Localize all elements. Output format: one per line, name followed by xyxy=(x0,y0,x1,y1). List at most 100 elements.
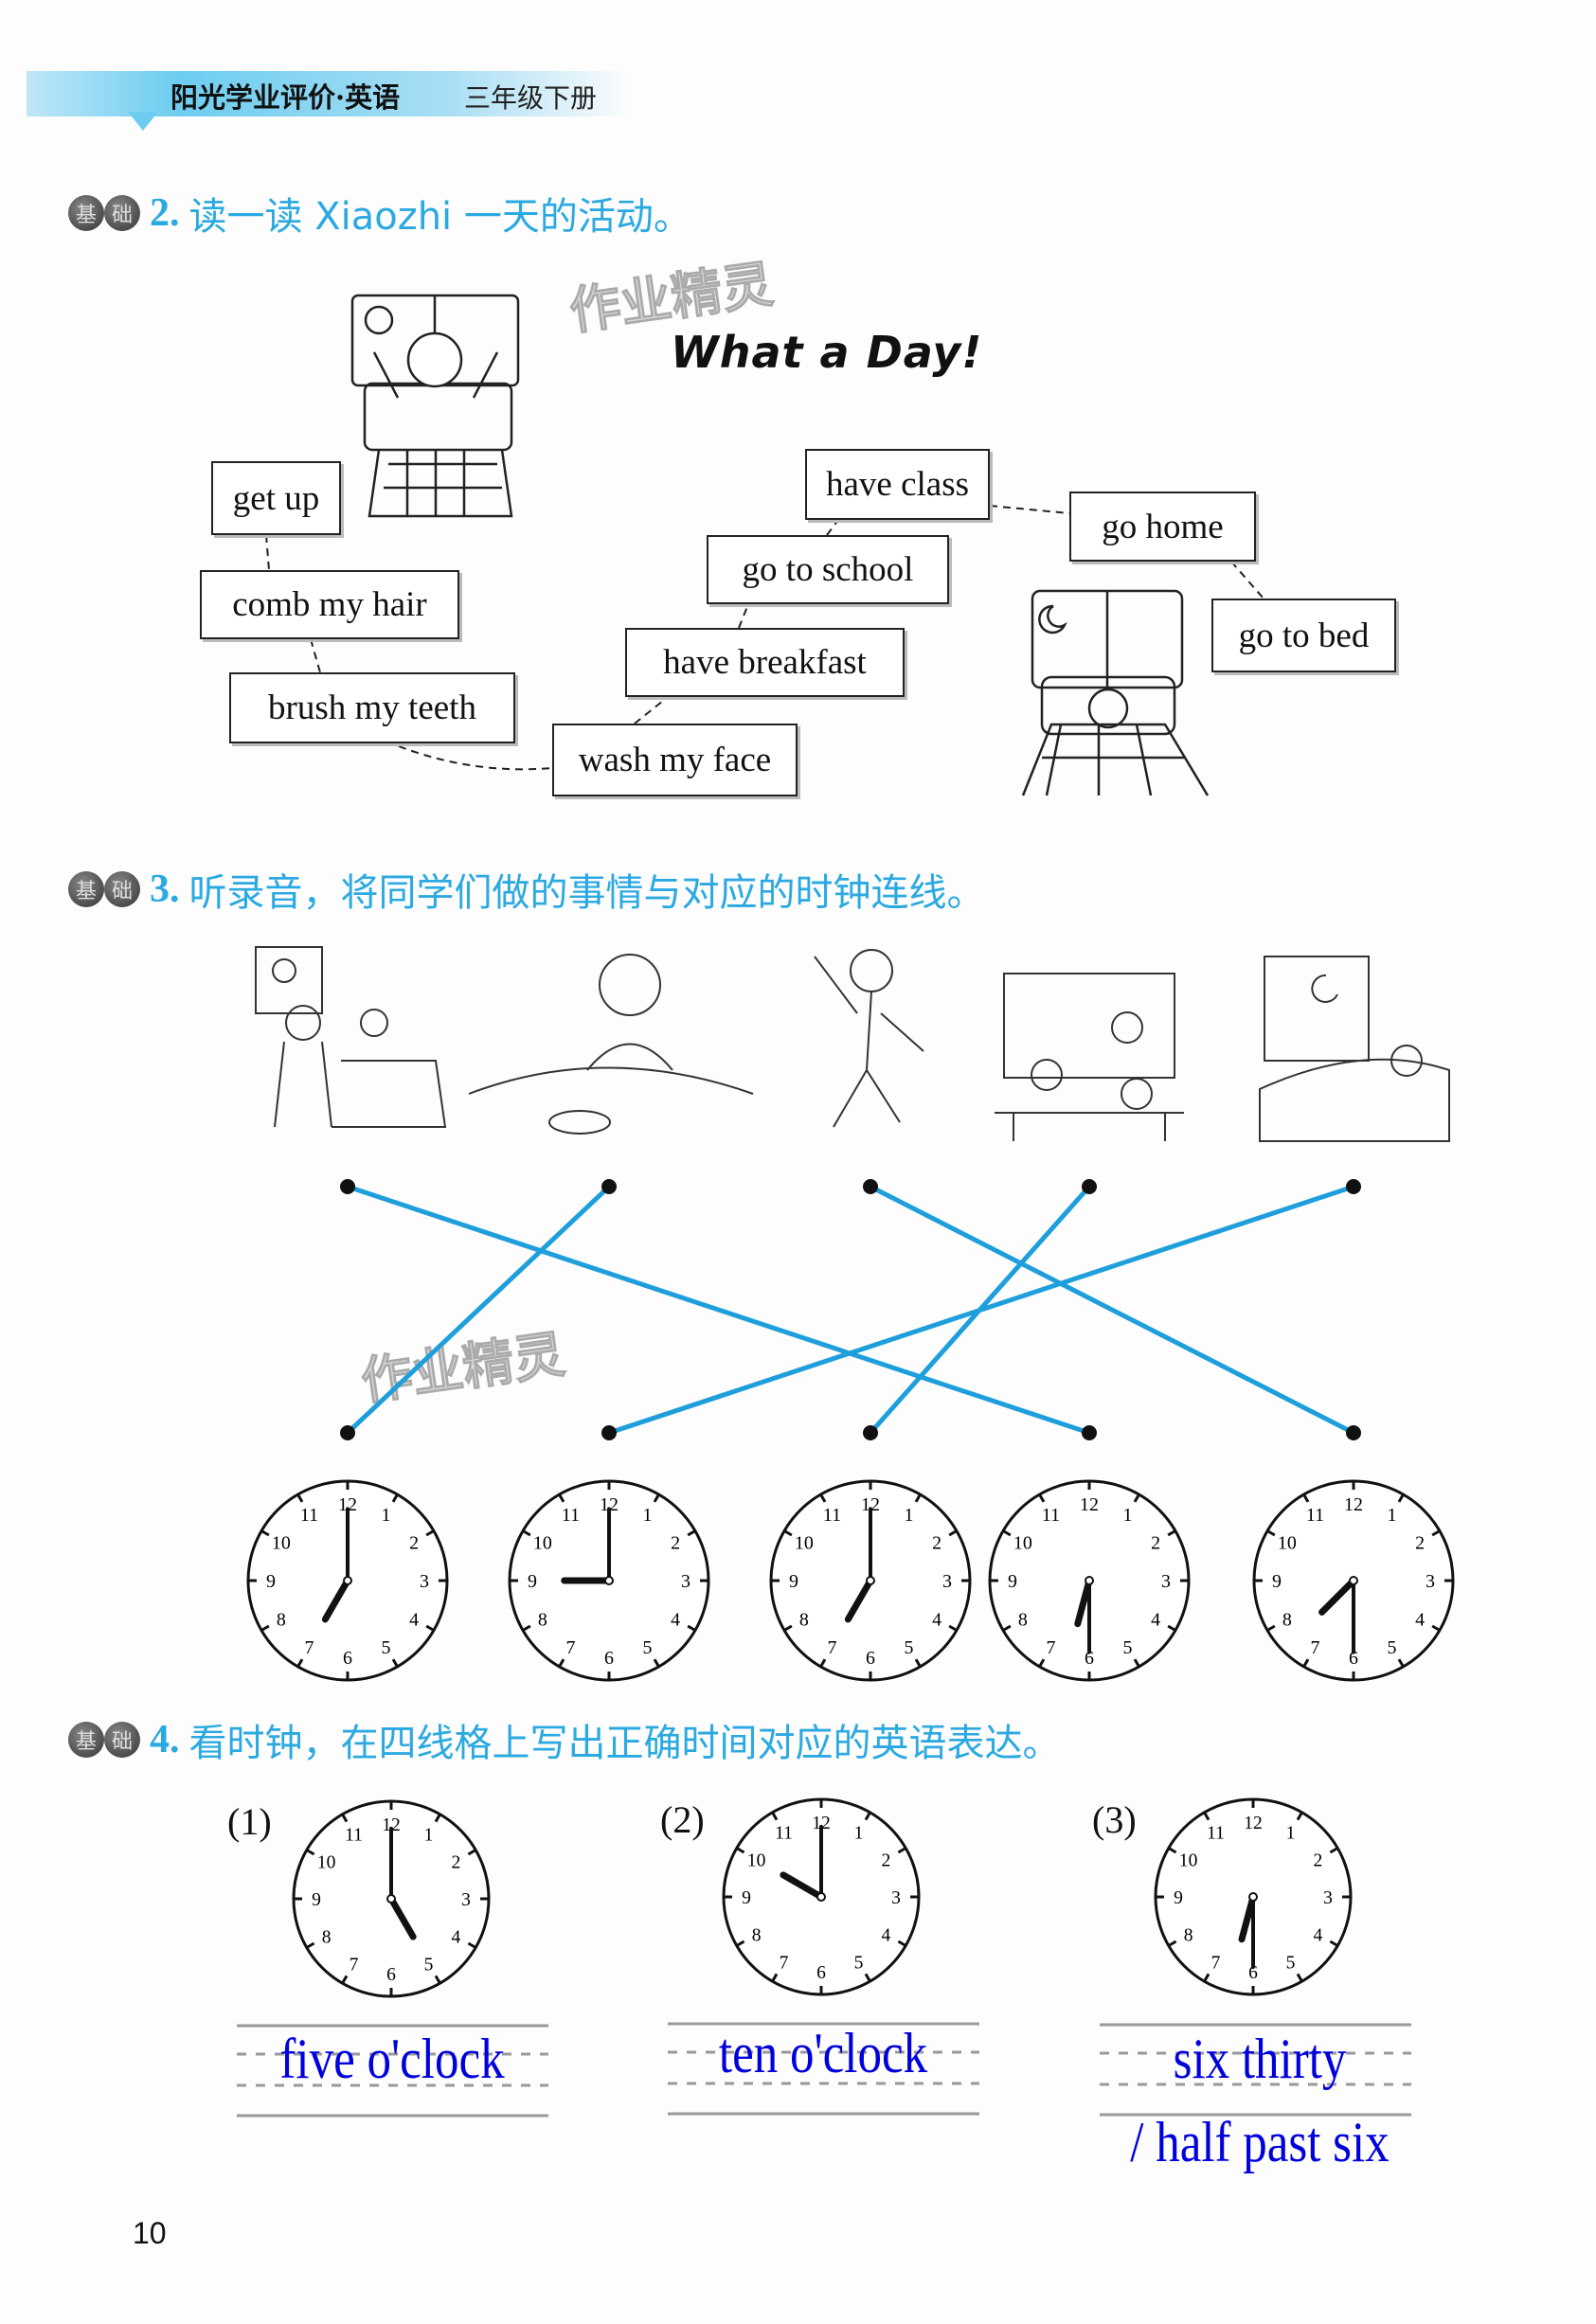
clock-tick xyxy=(558,1658,565,1668)
clock-center xyxy=(1349,1576,1358,1585)
clock-number: 7 xyxy=(566,1637,576,1658)
clock-number: 11 xyxy=(562,1505,580,1526)
clock-number: 12 xyxy=(1080,1494,1099,1515)
q4-title: 看时钟，在四线格上写出正确时间对应的英语表达。 xyxy=(188,1722,1061,1765)
top-dot[interactable] xyxy=(1082,1179,1097,1194)
clock-tick xyxy=(341,1814,349,1823)
clock-tick xyxy=(391,1658,399,1668)
bottom-dot[interactable] xyxy=(1082,1425,1097,1440)
grade-label: 三年级下册 xyxy=(464,82,598,114)
clock-tick xyxy=(1431,1624,1441,1632)
clock-tick xyxy=(948,1529,958,1537)
clock-number: 12 xyxy=(1344,1494,1363,1515)
bottom-dot[interactable] xyxy=(601,1425,617,1440)
clock-tick xyxy=(1397,1658,1405,1668)
q2-number: 2. xyxy=(150,191,180,235)
clock-number: 7 xyxy=(780,1953,789,1973)
clock-number: 1 xyxy=(1286,1824,1296,1844)
clock-number: 1 xyxy=(1123,1505,1133,1526)
bottom-dot[interactable] xyxy=(1346,1425,1361,1440)
clock-number: 3 xyxy=(891,1888,901,1908)
clock-tick xyxy=(864,1812,871,1821)
clock-number: 9 xyxy=(312,1890,321,1910)
clock-number: 12 xyxy=(600,1494,619,1515)
matching-lines xyxy=(340,1179,1361,1440)
clock-number: 1 xyxy=(424,1826,434,1846)
clock-tick xyxy=(771,1973,779,1982)
match-line xyxy=(608,1184,1354,1436)
bottom-dot[interactable] xyxy=(340,1425,355,1440)
clock-number: 4 xyxy=(671,1610,680,1631)
clock-number: 4 xyxy=(1151,1610,1160,1631)
q3-number: 3. xyxy=(150,867,180,911)
clock-tick xyxy=(434,1814,441,1823)
boy-waking-up-illustration xyxy=(350,294,520,518)
clock-number: 4 xyxy=(932,1610,941,1631)
clock-number: 3 xyxy=(420,1571,429,1592)
clock-number: 3 xyxy=(681,1571,690,1592)
picture-getting-up xyxy=(255,946,447,1128)
clock-number: 10 xyxy=(795,1533,814,1554)
clock-number: 4 xyxy=(409,1610,419,1631)
clock-tick xyxy=(948,1624,958,1632)
q4-title-row: 基 础 4. 看时钟，在四线格上写出正确时间对应的英语表达。 xyxy=(68,1712,1061,1767)
boy-sleeping-illustration xyxy=(1021,589,1210,796)
picture-having-class xyxy=(995,973,1184,1141)
clock-number: 10 xyxy=(1013,1533,1032,1554)
clock-tick xyxy=(1302,1658,1310,1668)
clock-number: 6 xyxy=(386,1965,396,1985)
bottom-dot[interactable] xyxy=(863,1425,878,1440)
clock-number: 2 xyxy=(671,1533,680,1554)
activity-box: go to bed xyxy=(1211,599,1396,672)
clock-tick xyxy=(1002,1624,1012,1632)
clock-number: 11 xyxy=(300,1505,318,1526)
activity-box: have breakfast xyxy=(625,628,905,697)
clock-number: 5 xyxy=(424,1955,434,1975)
q3-title: 听录音，将同学们做的事情与对应的时钟连线。 xyxy=(188,871,985,915)
clock-tick xyxy=(1038,1658,1046,1668)
clock-tick xyxy=(864,1973,871,1982)
clock-number: 6 xyxy=(604,1648,614,1669)
clock-number: 5 xyxy=(854,1953,864,1973)
top-dot[interactable] xyxy=(1346,1179,1361,1194)
match-line xyxy=(346,1185,611,1435)
clock-tick xyxy=(1002,1529,1012,1537)
clock-tick xyxy=(897,1940,906,1947)
clock-number: 10 xyxy=(317,1853,336,1873)
top-dot[interactable] xyxy=(863,1179,878,1194)
clock-number: 2 xyxy=(1151,1533,1160,1554)
q4-number: 4. xyxy=(150,1718,180,1761)
badge-ji: 基 xyxy=(68,871,104,907)
clock-number: 6 xyxy=(1248,1963,1258,1983)
clock-number: 1 xyxy=(382,1505,391,1526)
clock-number: 11 xyxy=(1042,1505,1060,1526)
activity-box: get up xyxy=(211,461,341,535)
clock-number: 6 xyxy=(343,1648,352,1669)
clock-tick xyxy=(1266,1529,1276,1537)
clock-tick xyxy=(1266,1624,1276,1632)
match-line xyxy=(347,1184,1090,1436)
clock-number: 11 xyxy=(345,1826,363,1846)
clock-number: 4 xyxy=(1415,1610,1425,1631)
q3-title-row: 基 础 3. 听录音，将同学们做的事情与对应的时钟连线。 xyxy=(68,862,985,917)
activity-box: go home xyxy=(1069,492,1256,562)
clock-number: 6 xyxy=(1349,1648,1358,1669)
top-dot[interactable] xyxy=(340,1179,355,1194)
top-dot[interactable] xyxy=(601,1179,617,1194)
q2-illustration-layer xyxy=(265,294,1264,796)
clock-tick xyxy=(1167,1624,1176,1632)
clock-tick xyxy=(425,1529,435,1537)
badge-chu: 础 xyxy=(104,1722,140,1758)
four-line-grid-3 xyxy=(1100,2023,1411,2117)
clock-number: 5 xyxy=(905,1637,914,1658)
hour-hand xyxy=(1074,1577,1093,1628)
clock-tick xyxy=(1133,1493,1140,1503)
clock-tick xyxy=(522,1624,531,1632)
clock-tick xyxy=(687,1624,696,1632)
clock-number: 9 xyxy=(1272,1571,1282,1592)
clock-tick xyxy=(306,1941,315,1949)
